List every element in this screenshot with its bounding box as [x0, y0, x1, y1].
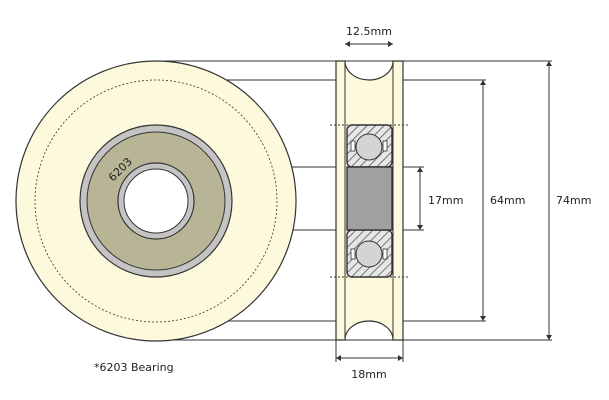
dim-outer-diameter: 74mm	[556, 194, 591, 207]
ball-lower	[355, 240, 383, 268]
dim-wheel-width: 18mm	[351, 368, 386, 381]
groove-circle	[34, 79, 278, 323]
inner-race	[346, 166, 393, 231]
front-view: 6203	[15, 60, 297, 342]
bearing-note: *6203 Bearing	[94, 361, 174, 374]
side-view	[330, 60, 410, 341]
dimensions: 12.5mm 18mm 17mm 64mm 74mm	[335, 25, 591, 381]
dim-groove-width: 12.5mm	[346, 25, 392, 38]
dim-bore: 17mm	[428, 194, 463, 207]
ball-upper	[355, 133, 383, 161]
dim-groove-diameter: 64mm	[490, 194, 525, 207]
bore-hole	[123, 168, 189, 234]
